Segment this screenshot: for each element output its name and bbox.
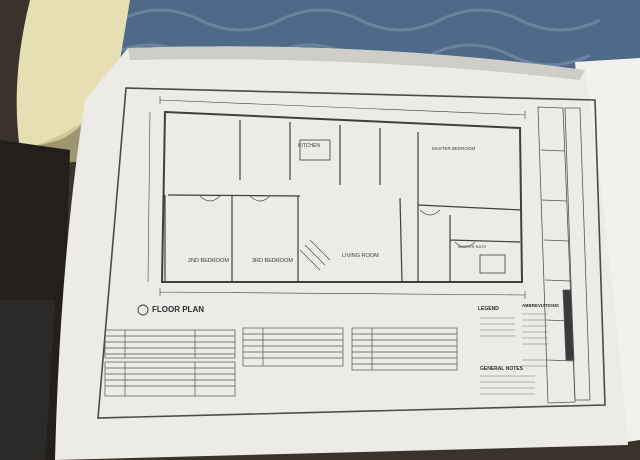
kitchen-island [299, 139, 331, 161]
schedule-tables [104, 327, 458, 397]
room-label-master-bath: MASTER BATH [458, 244, 486, 249]
plan-title-marker [137, 304, 149, 316]
floor-plan [147, 96, 526, 299]
drawing-border [97, 87, 606, 419]
door-swings [199, 195, 476, 248]
dimension-line-left [147, 111, 151, 283]
stair-hatch [299, 239, 331, 271]
finish-schedule [242, 327, 344, 367]
plan-outer-wall [160, 110, 524, 283]
room-label-living-room: LIVING ROOM [342, 253, 379, 259]
window-schedule [104, 329, 236, 359]
legend-label: LEGEND [478, 306, 499, 312]
wall-master [417, 132, 523, 282]
bath-fixture [479, 254, 506, 274]
room-label-kitchen: KITCHEN [298, 143, 320, 149]
wall-kitchen [239, 120, 381, 185]
notes-lines [480, 313, 548, 395]
wall-living-right [399, 197, 403, 283]
wall-left-hall [164, 194, 301, 282]
room-label-bedroom-2: 2ND BEDROOM [188, 258, 229, 264]
fixture-schedule [351, 327, 458, 371]
dimension-line-top [159, 96, 526, 119]
paper-sheet-main [55, 46, 628, 460]
title-block [537, 106, 591, 404]
marble-stand [0, 300, 55, 460]
door-schedule [104, 361, 236, 397]
paper-curl-shadow [128, 46, 585, 80]
abbreviations-label: ABBREVIATIONS [522, 303, 559, 308]
pillow [16, 0, 131, 150]
wall-bath [449, 215, 521, 282]
room-label-master-bedroom: MASTER BEDROOM [432, 146, 476, 151]
plan-title: FLOOR PLAN [152, 305, 204, 314]
dimension-line-bottom [159, 288, 526, 299]
room-label-bedroom-3: 3RD BEDROOM [252, 258, 293, 264]
general-notes-label: GENERAL NOTES [480, 366, 524, 372]
